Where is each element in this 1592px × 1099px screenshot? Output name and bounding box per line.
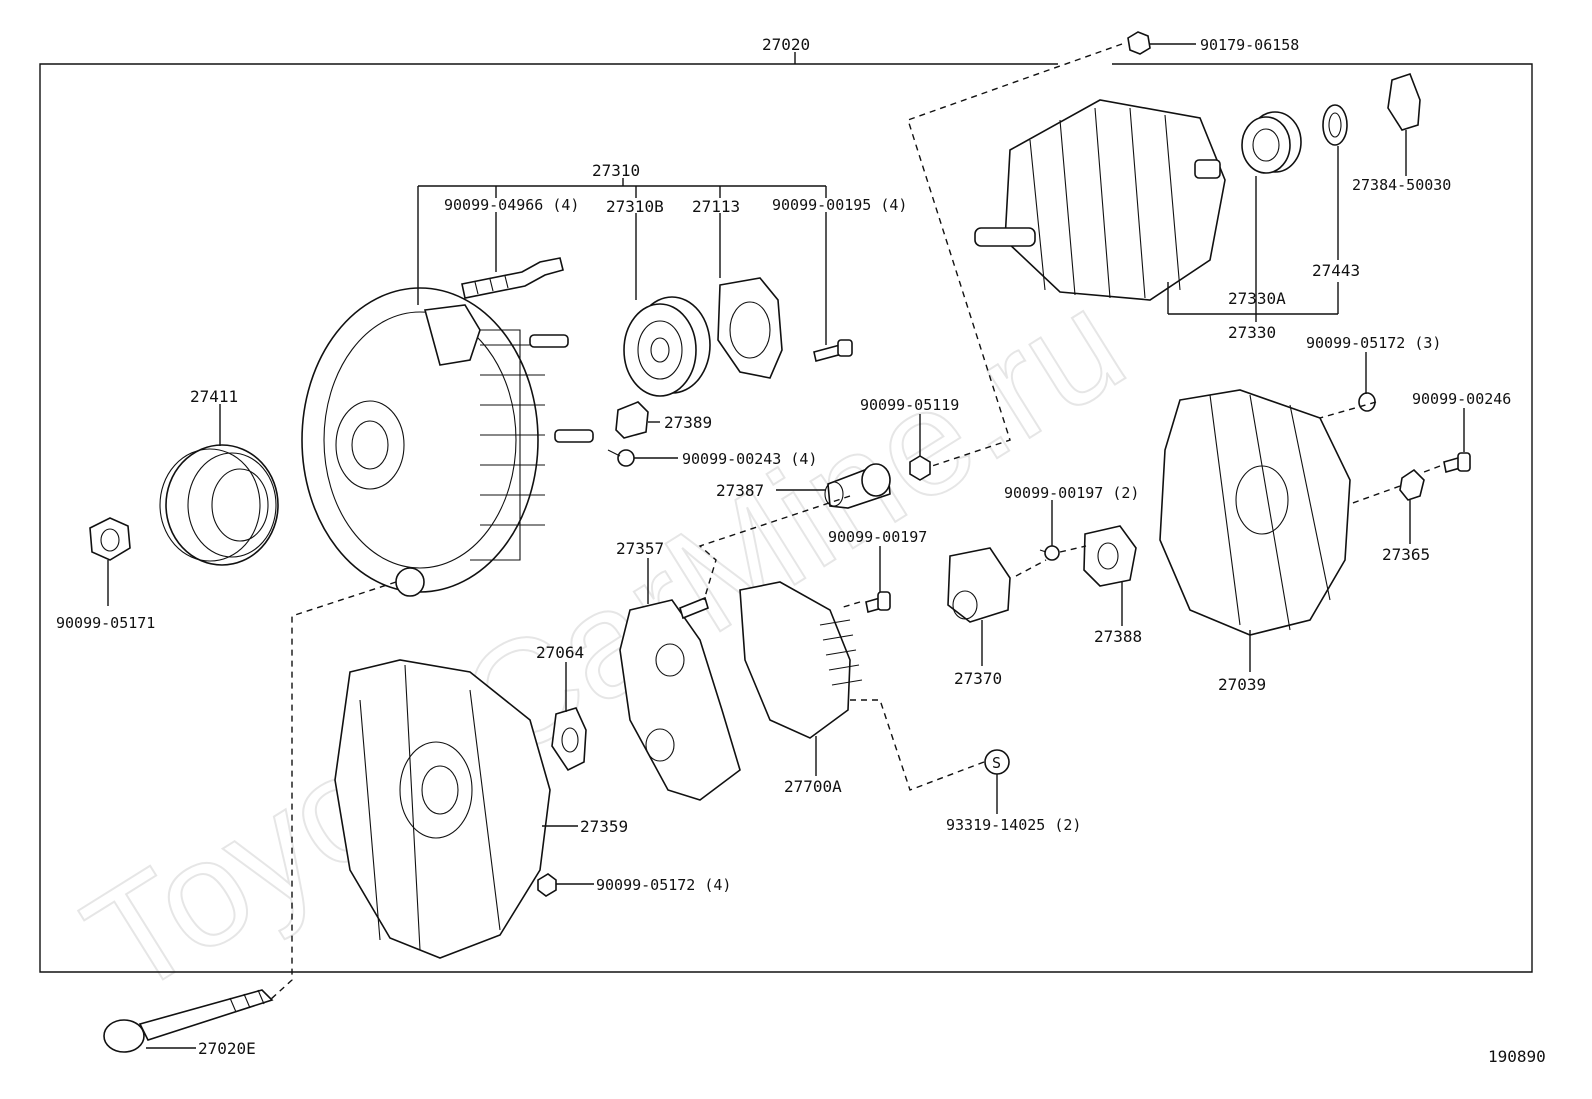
label-27387: 27387 [716, 481, 764, 500]
label-27388: 27388 [1094, 627, 1142, 646]
label-27411: 27411 [190, 387, 238, 406]
stud-bolt-part [461, 257, 564, 299]
washer-27443-part [1322, 104, 1348, 146]
label-90179-06158: 90179-06158 [1200, 36, 1299, 54]
screw-part-00195 [813, 339, 853, 362]
s-mark-glyph: S [992, 754, 1001, 772]
label-90099-00197-2: 90099-00197 (2) [1004, 484, 1139, 502]
s-mark-part: S [984, 749, 1010, 775]
figure-number: 190890 [1488, 1047, 1546, 1066]
screw-00197-part [865, 591, 891, 614]
bearing-retainer-part [717, 277, 783, 379]
nut-05172-part-a [1358, 392, 1376, 412]
bearing-part [623, 296, 711, 397]
label-90099-05172-3: 90099-05172 (3) [1306, 334, 1441, 352]
label-27389: 27389 [664, 413, 712, 432]
regulator-part [739, 581, 863, 739]
label-27330: 27330 [1228, 323, 1276, 342]
label-27443: 27443 [1312, 261, 1360, 280]
label-27359: 27359 [580, 817, 628, 836]
rectifier-holder-part [619, 596, 741, 801]
rotor-part [974, 99, 1226, 301]
terminal-insulator-part [824, 463, 891, 509]
label-27310: 27310 [592, 161, 640, 180]
label-27020: 27020 [762, 35, 810, 54]
leader-lines [107, 43, 1465, 1049]
label-27700A: 27700A [784, 777, 842, 796]
clip-27365-part [1399, 468, 1425, 501]
brush-cover-part [1083, 525, 1137, 587]
rear-end-cover-part [1159, 389, 1351, 636]
label-90099-00197: 90099-00197 [828, 528, 927, 546]
label-27113: 27113 [692, 197, 740, 216]
assembly-frame [39, 52, 1533, 973]
through-bolt-part [103, 989, 274, 1053]
insulator-27064-part [551, 707, 587, 772]
screw-00197-2-part [1039, 545, 1060, 561]
nut-05119-part [909, 455, 931, 481]
label-27365: 27365 [1382, 545, 1430, 564]
label-27370: 27370 [954, 669, 1002, 688]
insulator-27389-part [615, 401, 649, 439]
rear-cover-part [334, 659, 551, 959]
screw-00246-part [1443, 452, 1471, 474]
label-27020E: 27020E [198, 1039, 256, 1058]
label-90099-00243: 90099-00243 (4) [682, 450, 817, 468]
label-27310B: 27310B [606, 197, 664, 216]
nut-90179-part [1127, 31, 1151, 55]
rear-bearing-part [1241, 111, 1302, 174]
assembly-dashed-lines [269, 43, 1441, 1001]
label-27039: 27039 [1218, 675, 1266, 694]
label-90099-05171: 90099-05171 [56, 614, 155, 632]
screw-part-00243 [607, 449, 635, 467]
watermark-text: ToyotaCarMine.ru [58, 257, 1151, 1027]
brush-holder-part [947, 547, 1011, 623]
label-27384-50030: 27384-50030 [1352, 176, 1451, 194]
label-90099-05119: 90099-05119 [860, 396, 959, 414]
part-labels: 27020 27310 90099-04966 (4) 27310B 27113… [56, 35, 1546, 1066]
label-90099-04966: 90099-04966 (4) [444, 196, 579, 214]
pulley-part [159, 444, 279, 566]
label-27357: 27357 [616, 539, 664, 558]
cover-27384-part [1387, 72, 1421, 131]
nut-05172-part-b [537, 873, 557, 897]
label-27064: 27064 [536, 643, 584, 662]
label-27330A: 27330A [1228, 289, 1286, 308]
label-90099-00246: 90099-00246 [1412, 390, 1511, 408]
pulley-nut-part [89, 517, 131, 561]
label-90099-00195: 90099-00195 (4) [772, 196, 907, 214]
label-90099-05172-4: 90099-05172 (4) [596, 876, 731, 894]
label-93319-14025: 93319-14025 (2) [946, 816, 1081, 834]
drive-end-frame-part [301, 287, 594, 597]
